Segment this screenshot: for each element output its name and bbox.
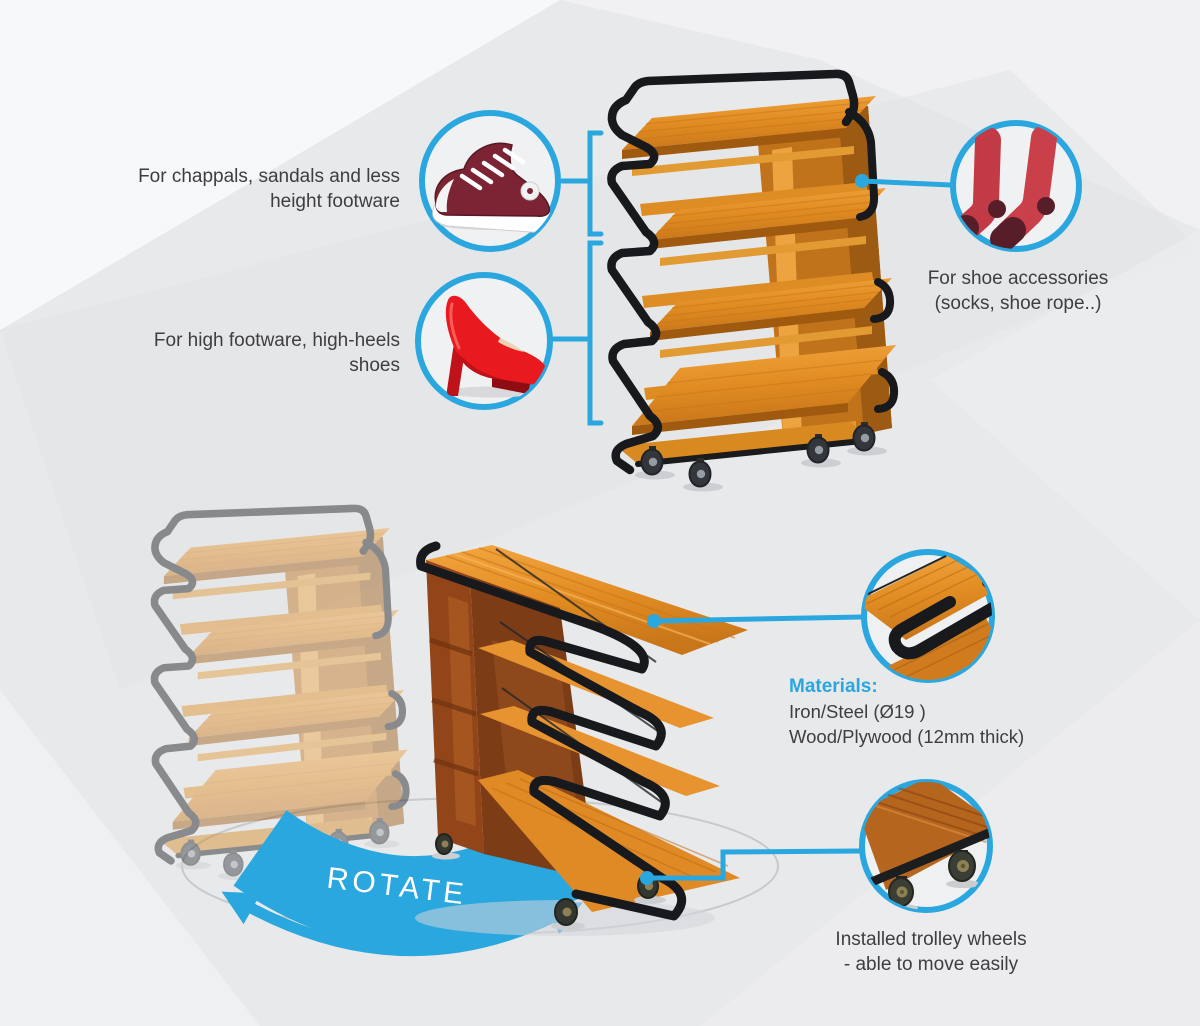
materials-title: Materials: [789, 676, 878, 697]
materials-note: Materials: Iron/Steel (Ø19 ) Wood/Plywoo… [789, 674, 1059, 750]
callout-circle-high-heels [415, 272, 553, 410]
connector-frame-detail [651, 614, 865, 624]
detail-circle-wheels [859, 779, 993, 913]
caster-wheels-icon [862, 782, 990, 910]
materials-line1: Iron/Steel (Ø19 ) [789, 700, 926, 722]
bracket-bottom-shelves [587, 240, 604, 426]
label-trolley-wheels: Installed trolley wheels - able to move … [798, 928, 1064, 977]
materials-line2: Wood/Plywood (12mm thick) [789, 725, 1025, 747]
connector-accessories [859, 178, 954, 188]
detail-circle-frame [861, 549, 995, 683]
connector-wheels-detail [644, 848, 863, 881]
sneaker-icon [432, 142, 553, 233]
label-high-heels-line1: For high footware, high-heels [153, 330, 400, 351]
label-chappals-line2: height footware [270, 190, 400, 212]
connector-dots [640, 174, 869, 885]
callout-circle-chappals [419, 110, 561, 252]
label-trolley-wheels-line2: - able to move easily [843, 953, 1019, 975]
high-heel-shoe-icon [445, 295, 548, 398]
label-high-heels-line2: shoes [349, 354, 400, 376]
label-high-heels: For high footware, high-heels shoes [100, 329, 400, 378]
label-accessories-line2: (socks, shoe rope..) [934, 292, 1102, 314]
label-chappals-line1: For chappals, sandals and less [138, 166, 400, 187]
label-trolley-wheels-line1: Installed trolley wheels [835, 929, 1027, 950]
callout-circle-accessories [950, 120, 1082, 252]
frame-tube-icon [864, 555, 992, 680]
connector-lines [551, 130, 954, 881]
label-chappals: For chappals, sandals and less height fo… [100, 165, 400, 214]
label-accessories-line1: For shoe accessories [927, 268, 1109, 289]
label-accessories: For shoe accessories (socks, shoe rope..… [902, 267, 1134, 316]
